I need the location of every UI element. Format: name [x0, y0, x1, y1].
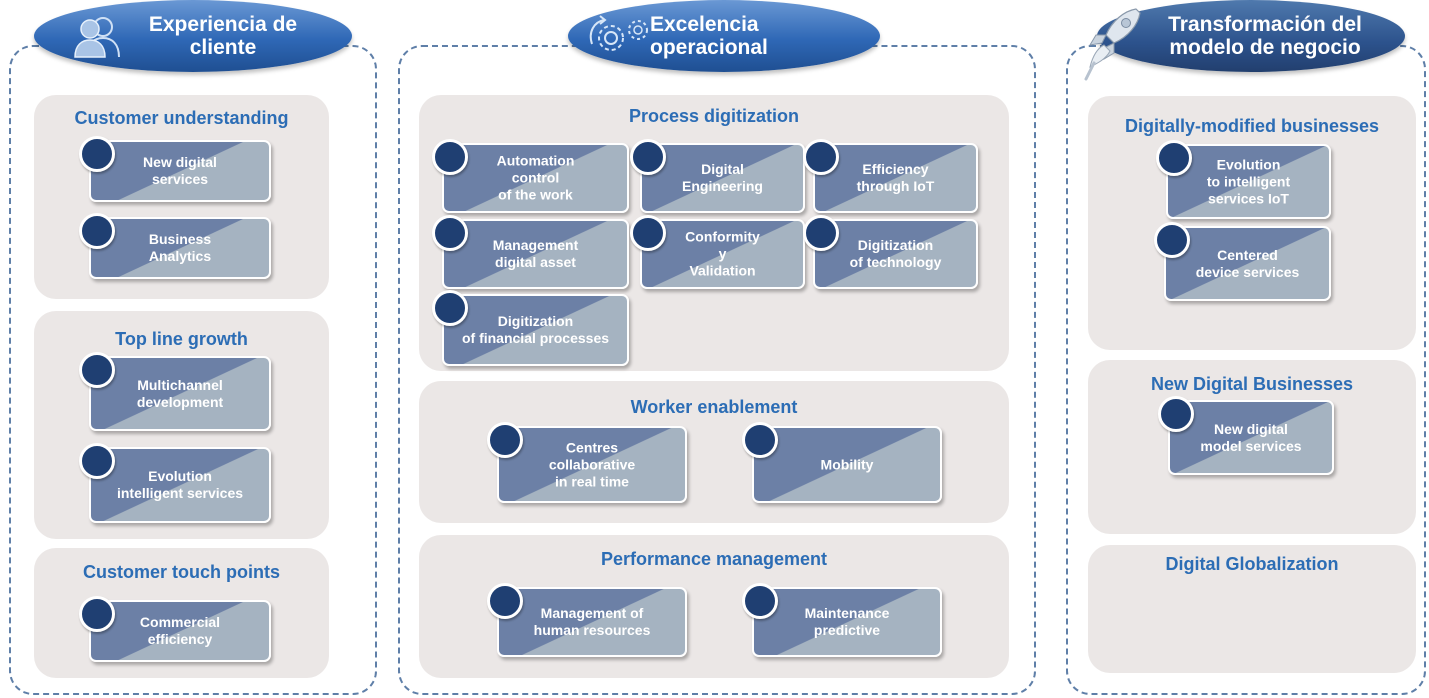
card-digitization-financial[interactable]: Digitization of financial processes: [432, 290, 629, 366]
header-business-model-transformation: Transformación del modelo de negocio: [1097, 0, 1405, 72]
section-title: New Digital Businesses: [1150, 374, 1354, 394]
section-title: Top line growth: [115, 329, 248, 349]
column-title: Excelencia operacional: [650, 13, 768, 59]
card-label: Management digital asset: [492, 237, 579, 270]
section-customer-understanding: Customer understanding New digital servi…: [34, 95, 329, 299]
section-worker-enablement: Worker enablement Centres collaborative …: [419, 381, 1009, 523]
header-customer-experience: Experiencia de cliente: [34, 0, 352, 72]
section-title: Performance management: [600, 549, 828, 569]
card-digitization-technology[interactable]: Digitization of technology: [803, 215, 978, 289]
card-label: Digitization of financial processes: [461, 313, 610, 346]
card-label: Efficiency through IoT: [856, 161, 935, 194]
section-title: Customer understanding: [74, 108, 289, 128]
bullet-dot-icon: [79, 136, 115, 172]
section-digital-globalization: Digital Globalization: [1088, 545, 1416, 673]
bullet-dot-icon: [487, 422, 523, 458]
bullet-dot-icon: [1154, 222, 1190, 258]
section-new-digital-businesses: New Digital Businesses New digital model…: [1088, 360, 1416, 534]
card-label: Evolution intelligent services: [116, 468, 244, 501]
card-label: Digitization of technology: [849, 237, 942, 270]
card-commercial-efficiency[interactable]: Commercial efficiency: [79, 596, 271, 662]
bullet-dot-icon: [79, 213, 115, 249]
card-centres-collaborative[interactable]: Centres collaborative in real time: [487, 422, 687, 503]
bullet-dot-icon: [79, 352, 115, 388]
card-evolution-intelligent-services[interactable]: Evolution intelligent services: [79, 443, 271, 523]
bullet-dot-icon: [79, 596, 115, 632]
section-process-digitization: Process digitization Automation control …: [419, 95, 1009, 371]
bullet-dot-icon: [1156, 140, 1192, 176]
card-label: Automation control of the work: [496, 152, 575, 203]
card-label: Mobility: [820, 456, 874, 472]
card-label: Conformity y Validation: [685, 228, 760, 279]
card-label: Commercial efficiency: [139, 614, 221, 647]
card-efficiency-iot[interactable]: Efficiency through IoT: [803, 139, 978, 213]
section-title: Worker enablement: [630, 397, 798, 417]
card-automation-control[interactable]: Automation control of the work: [432, 139, 629, 213]
bullet-dot-icon: [630, 215, 666, 251]
card-conformity-validation[interactable]: Conformity y Validation: [630, 215, 805, 289]
card-management-digital-asset[interactable]: Management digital asset: [432, 215, 629, 289]
card-label: Management of human resources: [533, 605, 651, 638]
bullet-dot-icon: [803, 215, 839, 251]
bullet-dot-icon: [432, 215, 468, 251]
bullet-dot-icon: [742, 583, 778, 619]
column-title: Transformación del modelo de negocio: [1168, 13, 1362, 59]
card-evolution-intelligent-services-iot[interactable]: Evolution to intelligent services IoT: [1156, 140, 1331, 219]
bullet-dot-icon: [803, 139, 839, 175]
header-operational-excellence: Excelencia operacional: [568, 0, 880, 72]
bullet-dot-icon: [630, 139, 666, 175]
card-label: Digital Engineering: [682, 161, 763, 194]
gears-icon: [586, 14, 656, 67]
card-mobility[interactable]: Mobility: [742, 422, 942, 503]
bullet-dot-icon: [1158, 396, 1194, 432]
card-centered-device-services[interactable]: Centered device services: [1154, 222, 1331, 301]
section-performance-management: Performance management Management of hum…: [419, 535, 1009, 678]
section-title: Digitally-modified businesses: [1124, 116, 1380, 136]
card-label: Centres collaborative in real time: [548, 439, 636, 489]
card-label: Evolution to intelligent services IoT: [1206, 156, 1291, 206]
people-icon: [74, 14, 120, 63]
bullet-dot-icon: [79, 443, 115, 479]
card-management-human-resources[interactable]: Management of human resources: [487, 583, 687, 657]
card-label: Multichannel development: [136, 376, 224, 410]
card-label: Maintenance predictive: [804, 605, 890, 638]
section-title: Customer touch points: [83, 562, 280, 582]
card-business-analytics[interactable]: Business Analytics: [79, 213, 271, 279]
rocket-icon: [1084, 5, 1144, 90]
bullet-dot-icon: [432, 290, 468, 326]
section-digitally-modified-businesses: Digitally-modified businesses Evolution …: [1088, 96, 1416, 350]
card-maintenance-predictive[interactable]: Maintenance predictive: [742, 583, 942, 657]
section-title: Digital Globalization: [1165, 554, 1339, 574]
card-multichannel-development[interactable]: Multichannel development: [79, 352, 271, 431]
bullet-dot-icon: [487, 583, 523, 619]
section-customer-touch-points: Customer touch points Commercial efficie…: [34, 548, 329, 678]
bullet-dot-icon: [742, 422, 778, 458]
section-top-line-growth: Top line growth Multichannel development…: [34, 311, 329, 539]
card-label: New digital model services: [1200, 420, 1302, 454]
section-title: Process digitization: [628, 106, 800, 126]
card-label: New digital services: [143, 154, 217, 187]
card-label: Business Analytics: [148, 231, 212, 264]
card-digital-engineering[interactable]: Digital Engineering: [630, 139, 805, 213]
column-title: Experiencia de cliente: [148, 13, 298, 59]
card-new-digital-services[interactable]: New digital services: [79, 136, 271, 202]
card-label: Centered device services: [1195, 246, 1300, 280]
card-new-digital-model-services[interactable]: New digital model services: [1158, 396, 1334, 475]
bullet-dot-icon: [432, 139, 468, 175]
